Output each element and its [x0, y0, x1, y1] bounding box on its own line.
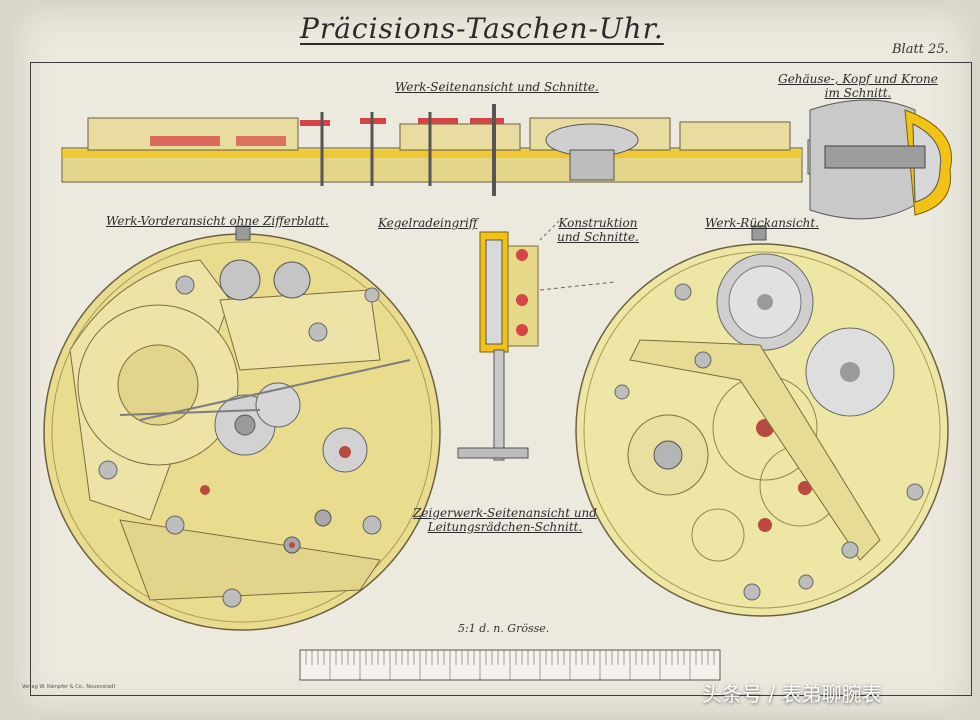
watermark-text: 头条号 / 表弟聊腕表 [702, 682, 882, 706]
label-case-section: Gehäuse-, Kopf und Krone im Schnitt. [778, 72, 938, 100]
publisher-line: Verlag W. Kämpfer & Co., Neuenstadt [22, 684, 116, 690]
label-front-view: Werk-Vorderansicht ohne Zifferblatt. [106, 214, 329, 228]
scale-note: 5:1 d. n. Grösse. [458, 622, 550, 635]
label-construction: Konstruktion und Schnitte. [557, 216, 639, 244]
movement-side-view [61, 104, 919, 196]
movement-back-view [575, 225, 949, 617]
sheet-title: Präcisions-Taschen-Uhr. [300, 12, 664, 45]
scale-ruler [299, 649, 721, 681]
sheet-number: Blatt 25. [892, 42, 949, 57]
label-side-view: Werk-Seitenansicht und Schnitte. [395, 80, 599, 94]
label-back-view: Werk-Rückansicht. [705, 216, 820, 230]
label-bevel-gear: Kegelradeingriff [378, 216, 478, 230]
movement-front-view [43, 225, 441, 631]
case-crown-section [809, 99, 952, 220]
construction-section [457, 219, 616, 461]
label-hand-train: Zeigerwerk-Seitenansicht und Leitungsräd… [413, 506, 597, 534]
drawing-frame [30, 62, 972, 696]
